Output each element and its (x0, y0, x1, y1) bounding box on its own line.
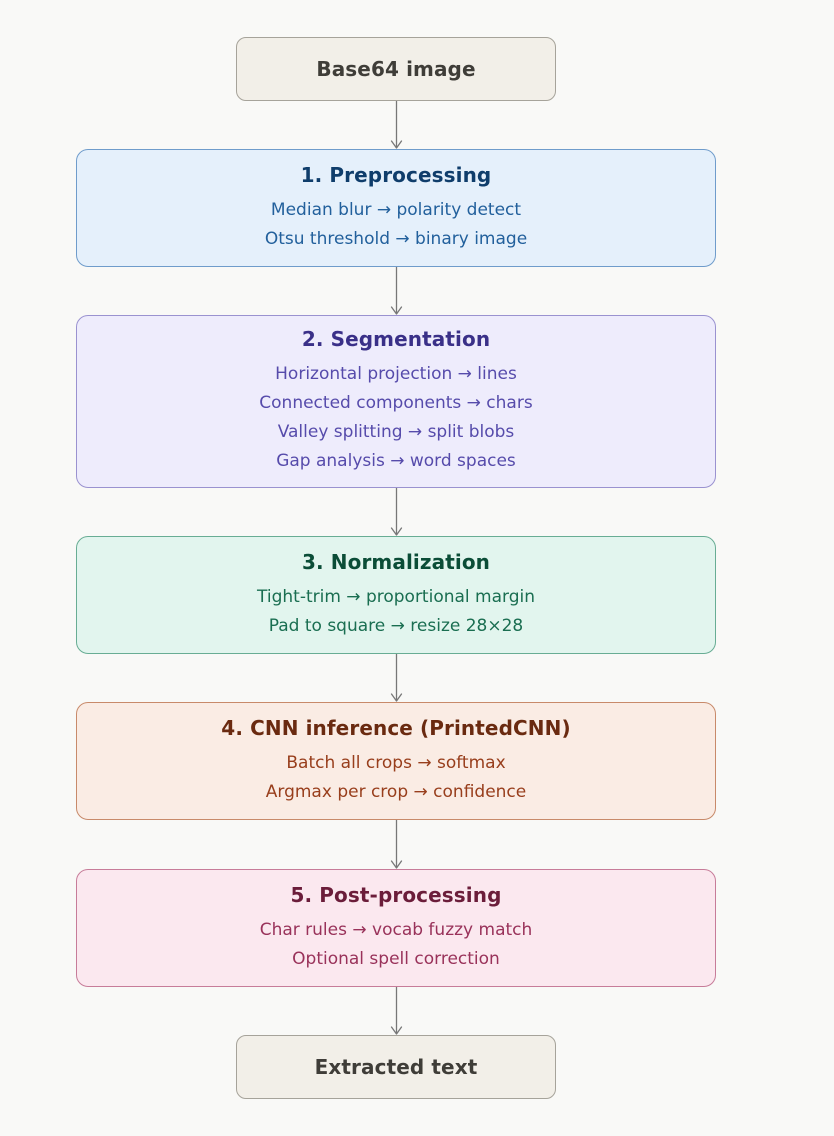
stage-step: Otsu threshold → binary image (264, 228, 528, 249)
stage-step: Optional spell correction (292, 948, 500, 969)
stage-step: Char rules → vocab fuzzy match (259, 919, 533, 940)
output-node: Extracted text (236, 1035, 556, 1099)
connector-arrow (390, 267, 403, 315)
arrow-head-icon (390, 306, 403, 315)
connector-arrow (390, 488, 403, 536)
stage-title: 4. CNN inference (PrintedCNN) (221, 715, 571, 740)
stage-step: Gap analysis → word spaces (276, 451, 516, 471)
stage-cnn-inference: 4. CNN inference (PrintedCNN) Batch all … (76, 702, 716, 820)
stage-step: Tight-trim → proportional margin (257, 586, 535, 607)
arrow-head-icon (390, 693, 403, 702)
stage-step: Pad to square → resize 28×28 (268, 615, 524, 636)
stage-step: Batch all crops → softmax (286, 752, 506, 773)
connector-arrow (390, 820, 403, 869)
stage-segmentation: 2. Segmentation Horizontal projection → … (76, 315, 716, 488)
connector-arrow (390, 654, 403, 702)
stage-title: 1. Preprocessing (300, 162, 492, 187)
arrow-head-icon (390, 860, 403, 869)
stage-step: Argmax per crop → confidence (265, 781, 527, 802)
stage-step: Median blur → polarity detect (270, 199, 522, 220)
input-node: Base64 image (236, 37, 556, 101)
stage-title: 2. Segmentation (301, 327, 491, 351)
stage-step: Valley splitting → split blobs (277, 422, 515, 442)
stage-post-processing: 5. Post-processing Char rules → vocab fu… (76, 869, 716, 987)
arrow-head-icon (390, 140, 403, 149)
stage-normalization: 3. Normalization Tight-trim → proportion… (76, 536, 716, 654)
connector-arrow (390, 987, 403, 1035)
input-node-label: Base64 image (316, 57, 476, 81)
stage-step: Horizontal projection → lines (275, 364, 517, 384)
output-node-label: Extracted text (314, 1055, 478, 1079)
arrow-head-icon (390, 1026, 403, 1035)
stage-preprocessing: 1. Preprocessing Median blur → polarity … (76, 149, 716, 267)
connector-arrow (390, 101, 403, 149)
stage-title: 3. Normalization (302, 549, 490, 574)
stage-step: Connected components → chars (259, 393, 533, 413)
stage-title: 5. Post-processing (290, 882, 502, 907)
arrow-head-icon (390, 527, 403, 536)
